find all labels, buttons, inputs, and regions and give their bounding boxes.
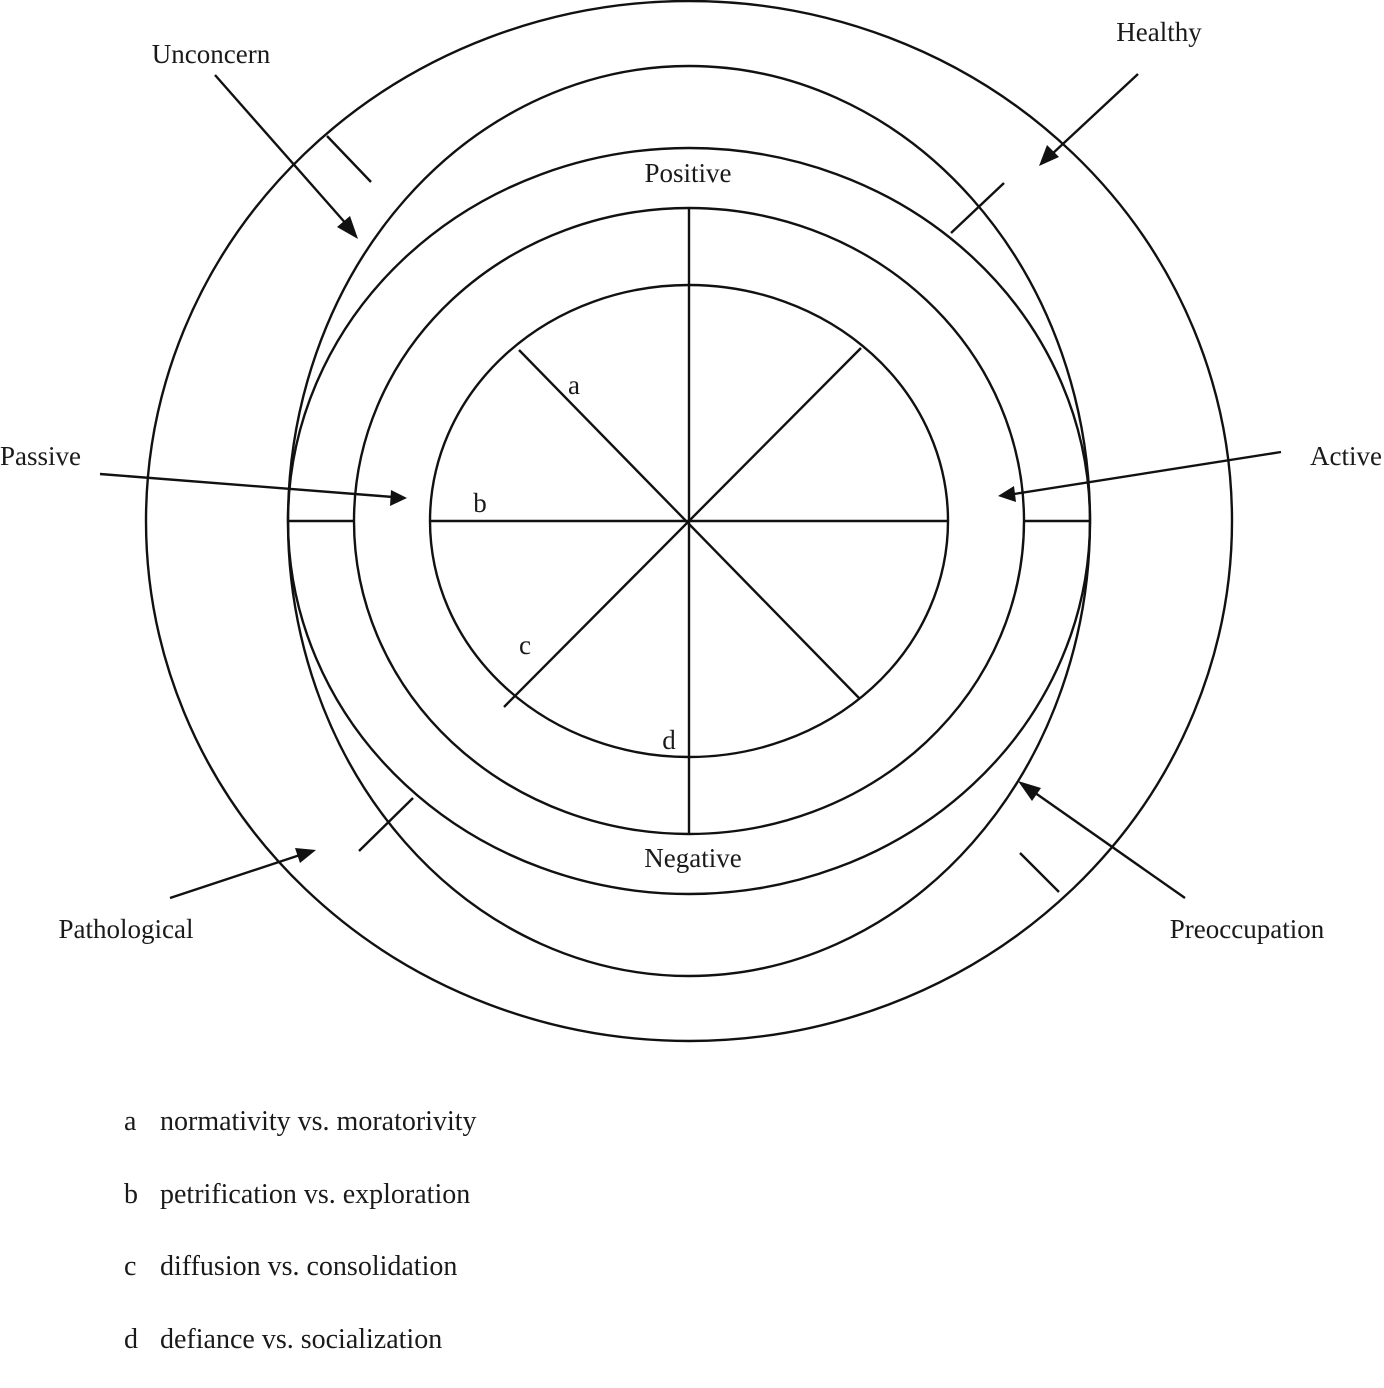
axis-letter-d: d	[662, 725, 676, 755]
arrow-active	[1014, 452, 1281, 494]
arrow-preoccupation	[1031, 790, 1185, 898]
arrow-unconcern	[215, 75, 348, 226]
arrowhead-preoccupation	[1018, 781, 1041, 801]
arrowhead-pathological	[295, 848, 316, 863]
arrow-passive	[100, 474, 393, 497]
outer-ring-divider-top-right	[951, 183, 1004, 233]
arrowhead-active	[998, 486, 1016, 502]
label-passive: Passive	[0, 441, 81, 471]
legend-key: d	[124, 1316, 160, 1364]
legend-text: petrification vs. exploration	[160, 1179, 470, 1210]
arrowhead-unconcern	[337, 216, 358, 239]
label-negative: Negative	[644, 843, 741, 873]
label-healthy: Healthy	[1116, 17, 1202, 47]
legend-text: normativity vs. moratorivity	[160, 1106, 477, 1137]
arrow-healthy	[1051, 74, 1138, 155]
legend-key: c	[124, 1243, 160, 1291]
arrowhead-healthy	[1039, 145, 1059, 166]
arrowhead-passive	[390, 490, 407, 506]
axis-letter-c: c	[519, 630, 531, 660]
outer-ring-divider-bottom-right	[1020, 853, 1059, 892]
label-active: Active	[1310, 441, 1382, 471]
axis-letter-a: a	[568, 370, 580, 400]
arrow-pathological	[170, 855, 300, 898]
legend-text: diffusion vs. consolidation	[160, 1251, 457, 1282]
label-pathological: Pathological	[59, 914, 194, 944]
identity-circumplex-diagram: Positive Negative Passive Active Unconce…	[0, 0, 1384, 1080]
legend-key: a	[124, 1098, 160, 1146]
legend-text: defiance vs. socialization	[160, 1324, 442, 1355]
label-unconcern: Unconcern	[152, 39, 271, 69]
axis-diagonal-c	[504, 348, 861, 707]
outer-ring-divider-top-left	[327, 136, 371, 182]
legend-key: b	[124, 1171, 160, 1219]
label-preoccupation: Preoccupation	[1170, 914, 1325, 944]
axis-letter-b: b	[473, 488, 487, 518]
label-positive: Positive	[644, 158, 731, 188]
